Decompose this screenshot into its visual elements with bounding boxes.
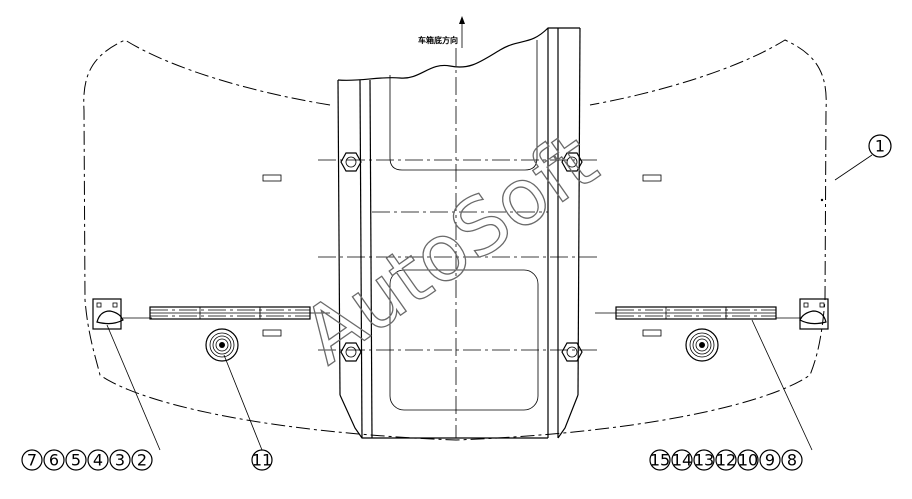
leader-lines <box>106 154 873 451</box>
svg-text:6: 6 <box>49 451 59 470</box>
panel-outline <box>83 39 827 441</box>
svg-text:2: 2 <box>137 451 147 470</box>
watermark: AutoSoft <box>287 116 613 382</box>
callout-9: 9 <box>759 449 781 471</box>
slot <box>642 329 662 337</box>
rubber-buffer <box>205 328 239 362</box>
callout-3: 3 <box>109 449 131 471</box>
callout-13: 13 <box>693 449 715 471</box>
slot <box>262 329 282 337</box>
direction-arrow <box>459 16 465 48</box>
frame-bracket <box>318 27 600 439</box>
svg-text:11: 11 <box>252 451 272 470</box>
left-rod-assembly <box>92 298 330 330</box>
callout-14: 14 <box>671 449 693 471</box>
callout-12: 12 <box>715 449 737 471</box>
callout-7: 7 <box>21 449 43 471</box>
svg-text:4: 4 <box>93 451 103 470</box>
svg-text:7: 7 <box>27 451 37 470</box>
callout-11: 11 <box>251 449 273 471</box>
svg-text:14: 14 <box>672 451 692 470</box>
slot <box>262 174 282 182</box>
callout-2: 2 <box>131 449 153 471</box>
svg-text:13: 13 <box>694 451 714 470</box>
callout-10: 10 <box>737 449 759 471</box>
svg-text:3: 3 <box>115 451 125 470</box>
svg-text:12: 12 <box>716 451 736 470</box>
callout-15: 15 <box>649 449 671 471</box>
hex-nut <box>340 152 362 172</box>
callout-8: 8 <box>781 449 803 471</box>
slot <box>642 174 662 182</box>
point-marker <box>820 198 824 202</box>
svg-text:10: 10 <box>738 451 758 470</box>
hex-nut <box>340 342 362 362</box>
callout-4: 4 <box>87 449 109 471</box>
header-label: 车箱底方向 <box>418 35 458 45</box>
callout-1: 1 <box>868 134 892 158</box>
rubber-buffer <box>685 328 719 362</box>
svg-text:8: 8 <box>787 451 797 470</box>
callout-6: 6 <box>43 449 65 471</box>
right-rod-assembly <box>595 298 829 330</box>
hex-nut <box>561 342 583 362</box>
svg-text:15: 15 <box>650 451 670 470</box>
hex-nut <box>561 152 583 172</box>
svg-text:1: 1 <box>875 137 885 156</box>
svg-text:5: 5 <box>71 451 81 470</box>
svg-text:9: 9 <box>765 451 775 470</box>
callout-5: 5 <box>65 449 87 471</box>
